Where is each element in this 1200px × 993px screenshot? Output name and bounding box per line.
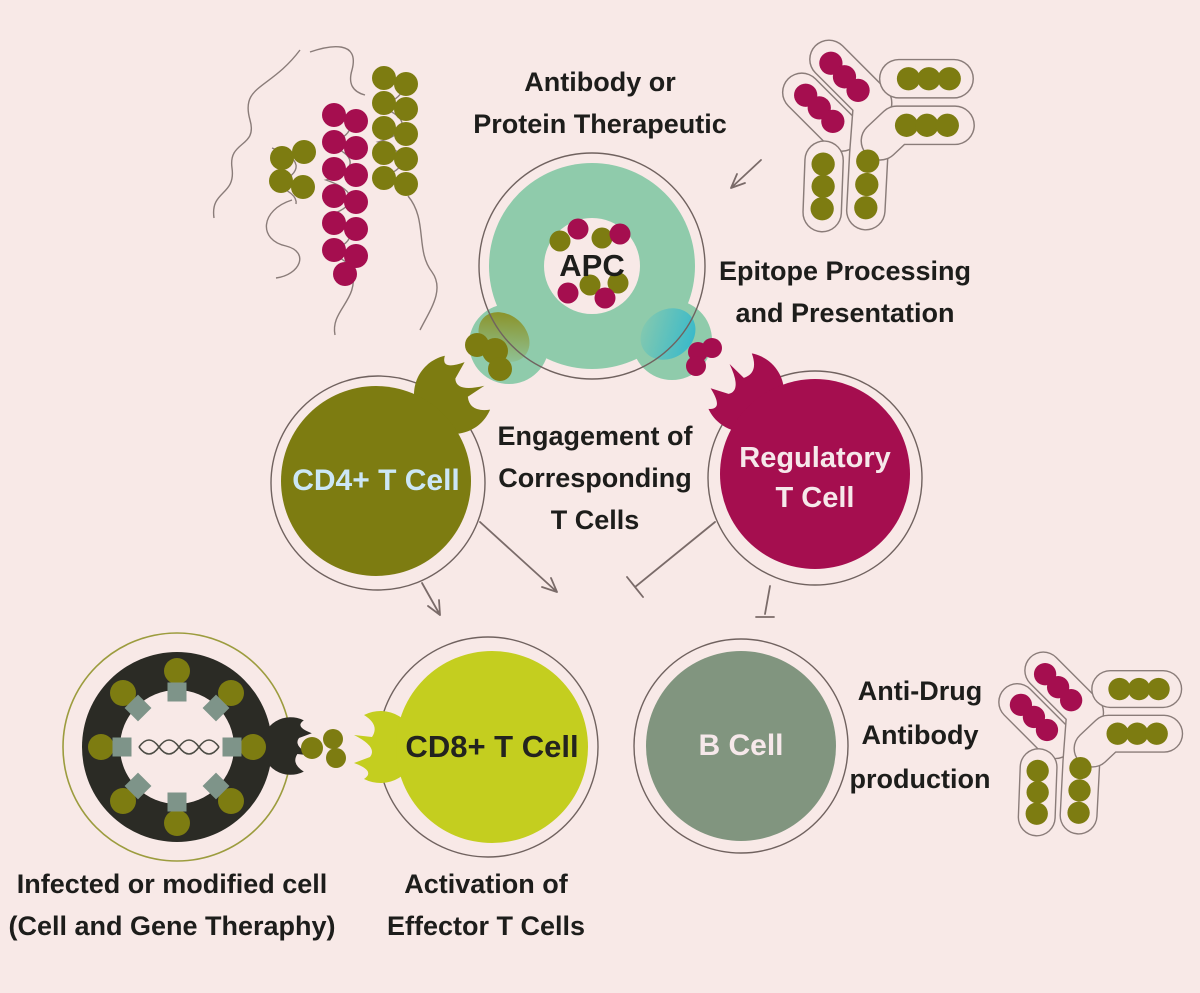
activation-label: Activation of Effector T Cells: [387, 863, 585, 947]
cd4-cell-label: CD4+ T Cell: [292, 464, 460, 497]
regulatory-cell-line2: T Cell: [775, 482, 855, 514]
apc-cell-label: APC: [559, 248, 625, 283]
protein-olive-residues: [269, 66, 418, 199]
b-cell-label: B Cell: [698, 729, 784, 762]
anti-drug-line1: Anti-Drug: [857, 676, 983, 706]
epitope-processing-line2: and Presentation: [735, 298, 955, 328]
epitope-processing-line1: Epitope Processing: [718, 256, 972, 286]
arrow-cd4-to-cd8: [421, 582, 441, 616]
regulatory-t-cell: [697, 343, 923, 586]
anti-drug-line2: Antibody: [861, 720, 979, 750]
epitope-dots-left: [465, 333, 512, 381]
b-cell: [633, 638, 849, 854]
protein-magenta-residues: [322, 103, 368, 286]
anti-drug-label: Anti-Drug Antibody production: [850, 669, 991, 801]
inhibition-bar-regulatory-to-tcells: [626, 521, 716, 598]
infected-cell-surface-dots: [88, 658, 266, 836]
cd4-t-cell: [270, 345, 502, 591]
antibody-icon-bottom: [1010, 663, 1170, 825]
engagement-line3: T Cells: [550, 505, 640, 535]
engagement-line2: Corresponding: [498, 463, 692, 493]
epitope-processing-label: Epitope Processing and Presentation: [719, 250, 971, 334]
antibody-therapeutic-label: Antibody or Protein Therapeutic: [473, 61, 727, 145]
antibody-icon-top: [794, 52, 961, 221]
antibody-therapeutic-line2: Protein Therapeutic: [473, 109, 727, 139]
infected-cell-line1: Infected or modified cell: [16, 869, 328, 899]
arrow-cd4-to-effector: [479, 521, 558, 593]
engagement-label: Engagement of Corresponding T Cells: [497, 415, 692, 541]
activation-line2: Effector T Cells: [386, 911, 586, 941]
cd8-cell-label: CD8+ T Cell: [405, 729, 579, 764]
regulatory-cell-line1: Regulatory: [739, 442, 891, 474]
activation-line1: Activation of: [404, 869, 568, 899]
engagement-line1: Engagement of: [497, 421, 693, 451]
dna-helix-icon: [138, 739, 220, 755]
epitope-dots-right: [686, 338, 722, 376]
infected-cell-label: Infected or modified cell (Cell and Gene…: [8, 863, 335, 947]
cd8-t-cell: [354, 636, 599, 858]
presented-peptide-dots: [301, 729, 346, 768]
infected-cell: [62, 632, 346, 862]
regulatory-cell-label: Regulatory T Cell: [739, 438, 890, 518]
inhibition-bar-regulatory-to-bcell: [755, 585, 775, 618]
antibody-therapeutic-line1: Antibody or: [524, 67, 676, 97]
apc-internal-epitopes: [549, 218, 631, 309]
infected-cell-line2: (Cell and Gene Theraphy): [8, 911, 336, 941]
mhc-groove-right: [640, 308, 696, 360]
apc-cell: [465, 152, 722, 384]
arrow-antibody-to-apc: [730, 159, 762, 189]
protein-therapeutic-icon: [212, 45, 438, 336]
anti-drug-line3: production: [849, 764, 991, 794]
